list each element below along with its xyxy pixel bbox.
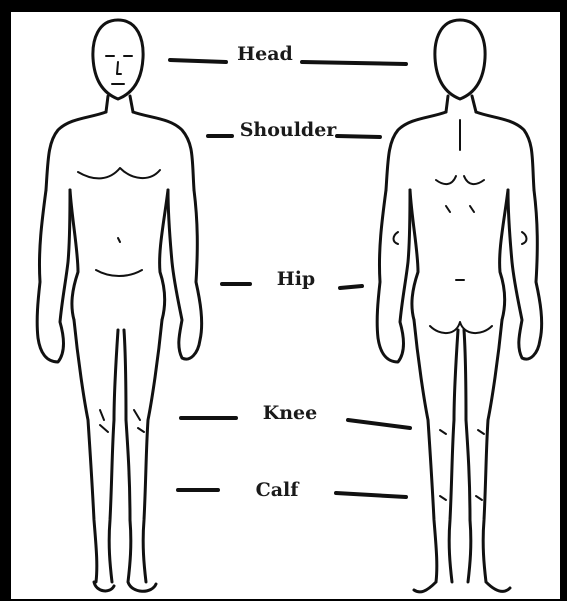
hip-leader-right — [340, 286, 362, 288]
calf-leader-right — [336, 493, 406, 497]
front-knee-lines — [100, 410, 144, 432]
back-left-leg — [414, 320, 458, 592]
front-right-leg — [124, 320, 162, 591]
back-right-leg — [464, 320, 510, 591]
back-right-arm — [508, 190, 542, 359]
knee-leader-right — [348, 420, 410, 428]
back-spine-lines — [430, 120, 492, 333]
back-head — [435, 20, 485, 99]
front-chest-lines — [78, 168, 160, 276]
front-left-arm — [37, 190, 70, 362]
front-right-arm — [168, 190, 202, 359]
label-knee: Knee — [263, 402, 318, 424]
label-head: Head — [237, 43, 293, 65]
label-shoulder: Shoulder — [240, 119, 338, 141]
head-leader-left — [170, 60, 226, 62]
label-hip: Hip — [277, 268, 315, 290]
front-torso — [46, 112, 194, 320]
back-knee-lines — [440, 430, 484, 500]
front-head — [93, 20, 143, 99]
label-calf: Calf — [256, 479, 301, 501]
shoulder-leader-right — [337, 136, 380, 137]
part-labels: Head Shoulder Hip Knee Calf — [237, 43, 337, 501]
front-face — [106, 56, 132, 84]
back-figure — [377, 20, 541, 592]
back-left-arm — [377, 190, 410, 362]
head-leader-right — [302, 62, 406, 64]
front-left-leg — [74, 320, 118, 591]
front-figure — [37, 20, 201, 591]
